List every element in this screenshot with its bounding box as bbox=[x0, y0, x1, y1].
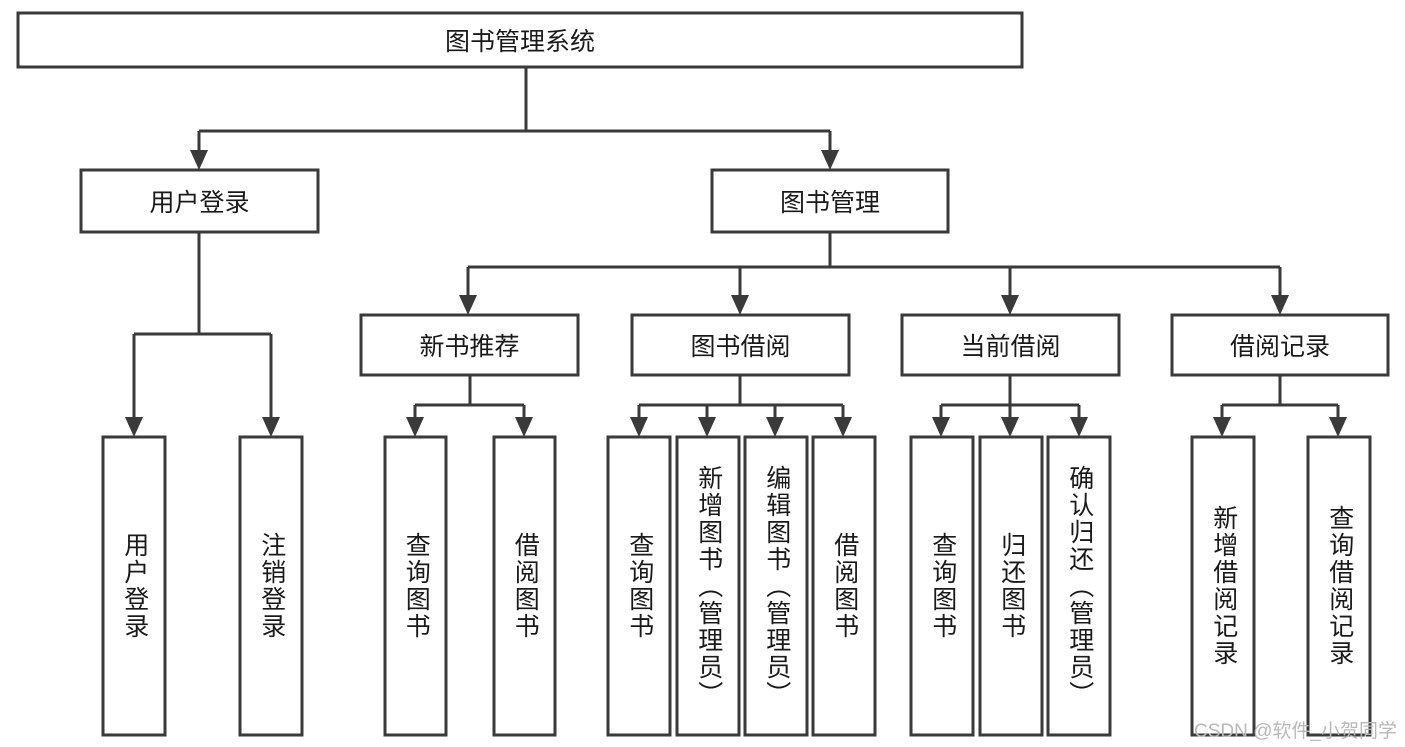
arrow-to-leaf-add-record bbox=[1213, 417, 1231, 437]
leaf-add-book-box[interactable] bbox=[675, 435, 741, 737]
arrow-to-leaf-borrow-book-r1 bbox=[515, 417, 533, 437]
arrow-to-leaf-borrow-book-b1 bbox=[834, 417, 852, 437]
arrow-to-new-book-recommend bbox=[459, 295, 477, 315]
leaf-user-login-box[interactable] bbox=[101, 435, 167, 737]
arrow-root-to-book-mgmt bbox=[821, 150, 839, 170]
arrow-to-leaf-edit-book bbox=[766, 417, 784, 437]
arrow-to-leaf-add-book bbox=[698, 417, 716, 437]
arrow-root-to-user-login bbox=[190, 150, 208, 170]
arrow-to-leaf-query-book-c1 bbox=[932, 417, 950, 437]
leaf-borrow-book-r1-box[interactable] bbox=[492, 435, 557, 737]
node-book-borrow-box[interactable] bbox=[630, 313, 851, 377]
arrow-to-leaf-query-book-r1 bbox=[406, 417, 424, 437]
node-root-box[interactable] bbox=[16, 11, 1024, 69]
node-new-book-recommend-box[interactable] bbox=[359, 313, 580, 377]
leaf-borrow-book-b1-box[interactable] bbox=[811, 435, 877, 737]
arrow-to-leaf-query-book-b1 bbox=[630, 417, 648, 437]
node-current-borrow-box[interactable] bbox=[900, 313, 1121, 377]
arrow-to-current-borrow bbox=[1001, 295, 1019, 315]
leaf-confirm-return-box[interactable] bbox=[1046, 435, 1112, 737]
leaf-query-record-box[interactable] bbox=[1306, 435, 1372, 737]
arrow-to-leaf-user-login bbox=[125, 417, 143, 437]
arrow-to-leaf-query-record bbox=[1329, 417, 1347, 437]
arrow-to-book-borrow bbox=[731, 295, 749, 315]
leaf-query-book-b1-box[interactable] bbox=[606, 435, 672, 737]
leaf-query-book-r1-box[interactable] bbox=[383, 435, 448, 737]
leaf-query-book-c1-box[interactable] bbox=[909, 435, 975, 737]
node-borrow-record-box[interactable] bbox=[1170, 313, 1390, 377]
arrow-to-borrow-record bbox=[1271, 295, 1289, 315]
leaf-return-book-box[interactable] bbox=[978, 435, 1044, 737]
node-book-management-box[interactable] bbox=[710, 168, 950, 234]
leaf-add-record-box[interactable] bbox=[1190, 435, 1256, 737]
arrow-to-leaf-logout bbox=[262, 417, 280, 437]
node-user-login-box[interactable] bbox=[79, 168, 320, 234]
arrow-to-leaf-return-book bbox=[1001, 417, 1019, 437]
leaf-logout-box[interactable] bbox=[238, 435, 304, 737]
leaf-edit-book-box[interactable] bbox=[743, 435, 809, 737]
arrow-to-leaf-confirm-return bbox=[1070, 417, 1088, 437]
watermark-text: CSDN @软件_小贺同学 bbox=[1194, 721, 1397, 742]
